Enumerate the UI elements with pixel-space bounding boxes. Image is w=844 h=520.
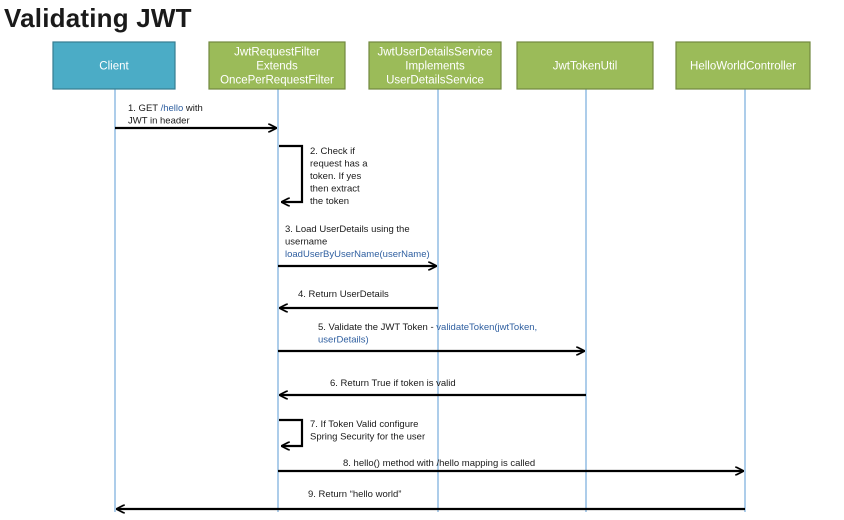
label-text: 8. hello() method with /hello mapping is…	[343, 458, 535, 469]
message-label: 1. GET /hello with	[128, 103, 203, 114]
message-step-9: 9. Return “hello world”	[117, 489, 745, 509]
participant-label: Implements	[405, 61, 465, 73]
message-step-8: 8. hello() method with /hello mapping is…	[278, 458, 743, 471]
message-label: 4. Return UserDetails	[298, 289, 389, 300]
message-label: JWT in header	[128, 116, 190, 127]
self-call-arrow	[279, 418, 304, 446]
label-text: 5. Validate the JWT Token -	[318, 322, 436, 333]
label-text: 2. Check if	[310, 146, 355, 157]
message-label: 5. Validate the JWT Token - validateToke…	[318, 322, 537, 333]
message-step-6: 6. Return True if token is valid	[280, 378, 586, 395]
participant-util: JwtTokenUtil	[516, 41, 654, 90]
participant-label: Extends	[256, 61, 298, 73]
message-step-4: 4. Return UserDetails	[280, 289, 438, 308]
message-label: 8. hello() method with /hello mapping is…	[343, 458, 535, 469]
label-text: request has a	[310, 159, 368, 170]
label-text: 7. If Token Valid configure	[310, 419, 418, 430]
label-text: with	[183, 103, 203, 114]
participant-box	[675, 41, 811, 90]
participant-label: JwtTokenUtil	[553, 61, 618, 73]
participant-box	[516, 41, 654, 90]
label-text: 1. GET	[128, 103, 161, 114]
participant-client: Client	[52, 41, 176, 90]
participant-boxes: Client JwtRequestFilterExtendsOncePerRequ…	[52, 41, 811, 90]
participant-box	[368, 41, 502, 90]
participant-label: JwtUserDetailsService	[377, 47, 492, 59]
participant-controller: HelloWorldController	[675, 41, 811, 90]
code-reference: validateToken(jwtToken,	[436, 322, 537, 333]
lifelines	[114, 89, 746, 512]
participant-box	[208, 41, 346, 90]
label-text: Spring Security for the user	[310, 432, 425, 443]
label-text: 4. Return UserDetails	[298, 289, 389, 300]
participant-label: JwtRequestFilter	[234, 47, 320, 59]
participant-label: HelloWorldController	[690, 61, 796, 73]
message-label: 3. Load UserDetails using the	[285, 224, 410, 235]
code-reference: /hello	[161, 103, 184, 114]
label-text: then extract	[310, 184, 360, 195]
participant-uds: JwtUserDetailsServiceImplementsUserDetai…	[368, 41, 502, 90]
participant-label: OncePerRequestFilter	[220, 75, 334, 87]
message-label: the token	[310, 196, 349, 207]
message-step-3: 3. Load UserDetails using the usernameloa…	[278, 224, 436, 266]
message-label: userDetails)	[318, 335, 369, 346]
message-label: loadUserByUserName(userName)	[285, 249, 430, 260]
label-text: username	[285, 237, 327, 248]
participant-filter: JwtRequestFilterExtendsOncePerRequestFil…	[208, 41, 346, 90]
message-label: 2. Check if	[310, 146, 355, 157]
label-text: 6. Return True if token is valid	[330, 378, 456, 389]
participant-label: UserDetailsService	[386, 75, 484, 87]
message-label: token. If yes	[310, 171, 361, 182]
message-label: 7. If Token Valid configure	[310, 419, 418, 430]
message-label: then extract	[310, 184, 360, 195]
message-label: username	[285, 237, 327, 248]
label-text: 9. Return “hello world”	[308, 489, 401, 500]
message-label: Spring Security for the user	[310, 432, 425, 443]
label-text: token. If yes	[310, 171, 361, 182]
message-label: request has a	[310, 159, 368, 170]
message-label: 9. Return “hello world”	[308, 489, 401, 500]
participant-label: Client	[99, 61, 129, 73]
code-reference: loadUserByUserName(userName)	[285, 249, 430, 260]
message-step-5: 5. Validate the JWT Token - validateToke…	[278, 322, 584, 351]
label-text: 3. Load UserDetails using the	[285, 224, 410, 235]
label-text: JWT in header	[128, 116, 190, 127]
participant-box	[52, 41, 176, 90]
diagram-title: Validating JWT	[4, 3, 192, 33]
self-call-arrow	[279, 144, 304, 202]
label-text: the token	[310, 196, 349, 207]
code-reference: userDetails)	[318, 335, 369, 346]
message-label: 6. Return True if token is valid	[330, 378, 456, 389]
